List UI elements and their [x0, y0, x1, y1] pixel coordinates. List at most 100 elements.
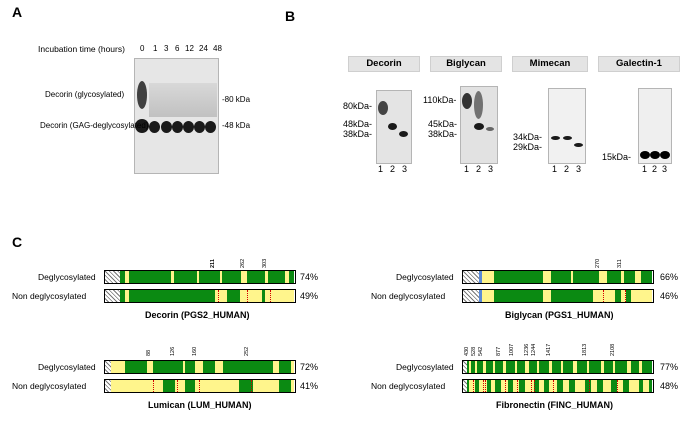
signal-peptide — [105, 361, 111, 373]
glyco-site-marker — [603, 290, 604, 302]
uncovered-segment — [501, 380, 508, 392]
biglycan-marker: 38kDa- — [428, 129, 458, 139]
site-position: 270 — [595, 258, 601, 268]
covered-segment — [185, 361, 195, 373]
site-position: 1244 — [531, 343, 537, 356]
signal-peptide — [105, 380, 111, 392]
uncovered-segment — [587, 361, 589, 373]
uncovered-segment — [125, 271, 129, 283]
lane-label: 1 — [552, 164, 558, 174]
uncovered-segment — [171, 271, 174, 283]
uncovered-segment — [515, 361, 517, 373]
coverage-pct: 49% — [300, 291, 319, 301]
protein-caption: Fibronectin (FINC_HUMAN) — [496, 400, 613, 410]
glyco-site-marker — [531, 380, 532, 392]
uncovered-segment — [621, 271, 624, 283]
blot-band — [650, 151, 660, 159]
uncovered-segment — [125, 290, 129, 302]
site-position: 1007 — [509, 343, 515, 356]
lane-label: 2 — [564, 164, 570, 174]
coverage-pct: 48% — [660, 381, 679, 391]
signal-peptide — [463, 361, 467, 373]
blot-header-decorin: Decorin — [348, 56, 420, 72]
blot-band — [574, 143, 583, 147]
coverage-track — [104, 270, 296, 284]
covered-segment — [239, 380, 253, 392]
blot-band — [149, 121, 160, 133]
coverage-pct: 66% — [660, 272, 679, 282]
lane-label: 2 — [390, 164, 396, 174]
site-position: 160 — [192, 346, 198, 356]
blot-band — [388, 123, 397, 130]
uncovered-segment — [525, 380, 534, 392]
row-label-degly: Deglycosylated — [38, 362, 96, 372]
mimecan-marker: 34kDa- — [513, 132, 543, 142]
uncovered-segment — [621, 290, 626, 302]
uncovered-segment — [493, 361, 495, 373]
uncovered-segment — [543, 290, 551, 302]
panel-c-letter: C — [12, 234, 23, 250]
glycosylated-label: Decorin (glycosylated) — [45, 90, 125, 99]
glyco-site-marker — [270, 290, 271, 302]
covered-segment — [467, 361, 652, 373]
site-position: 1813 — [582, 343, 588, 356]
blot-band — [378, 101, 388, 115]
mimecan-marker: 29kDa- — [513, 142, 543, 152]
decorin-marker: 38kDa- — [343, 129, 373, 139]
site-position: 303 — [262, 258, 268, 268]
uncovered-segment — [571, 271, 573, 283]
time-label: 6 — [175, 44, 180, 53]
coverage-pct: 77% — [660, 362, 679, 372]
signal-peptide — [105, 271, 120, 283]
uncovered-segment — [482, 290, 494, 302]
uncovered-segment — [491, 380, 495, 392]
site-position: 126 — [170, 346, 176, 356]
glyco-site-marker — [505, 380, 506, 392]
coverage-track — [462, 360, 654, 374]
marker-80kda: -80 kDa — [222, 95, 251, 104]
uncovered-segment — [601, 361, 604, 373]
uncovered-segment — [469, 361, 471, 373]
glyco-site-marker — [199, 380, 200, 392]
glyco-site-marker — [534, 380, 535, 392]
blot-band — [135, 119, 149, 133]
site-position: 1417 — [546, 343, 552, 356]
blot-header-galectin: Galectin-1 — [598, 56, 680, 72]
glyco-site-marker — [473, 380, 474, 392]
biglycan-marker: 45kDa- — [428, 119, 458, 129]
coverage-track — [104, 379, 296, 393]
uncovered-segment — [593, 290, 615, 302]
lane-label: 3 — [488, 164, 494, 174]
uncovered-segment — [265, 271, 268, 283]
glyco-site-marker — [218, 290, 219, 302]
mimecan-blot — [548, 88, 586, 164]
covered-segment — [125, 361, 147, 373]
protein-caption: Biglycan (PGS1_HUMAN) — [505, 310, 614, 320]
time-label: 48 — [213, 44, 222, 53]
covered-segment — [203, 361, 215, 373]
blot-band — [194, 121, 205, 133]
row-label-degly: Deglycosylated — [38, 272, 96, 282]
uncovered-segment — [573, 361, 577, 373]
uncovered-segment — [525, 361, 529, 373]
blot-band — [563, 136, 572, 140]
glyco-site-marker — [483, 380, 484, 392]
lane-label: 1 — [464, 164, 470, 174]
covered-segment — [279, 361, 291, 373]
uncovered-segment — [639, 361, 642, 373]
panel-a-blot — [134, 58, 219, 174]
covered-segment — [482, 290, 652, 302]
blot-band — [137, 81, 147, 109]
uncovered-segment — [482, 271, 494, 283]
uncovered-segment — [575, 380, 585, 392]
blot-band — [183, 121, 194, 133]
blot-band — [161, 121, 172, 133]
protein-caption: Lumican (LUM_HUMAN) — [148, 400, 252, 410]
decorin-blot — [376, 90, 412, 164]
propeptide-segment — [479, 290, 482, 302]
site-position: 877 — [496, 346, 502, 356]
coverage-pct: 46% — [660, 291, 679, 301]
covered-segment — [120, 271, 294, 283]
time-label: 3 — [164, 44, 169, 53]
time-label: 1 — [153, 44, 158, 53]
